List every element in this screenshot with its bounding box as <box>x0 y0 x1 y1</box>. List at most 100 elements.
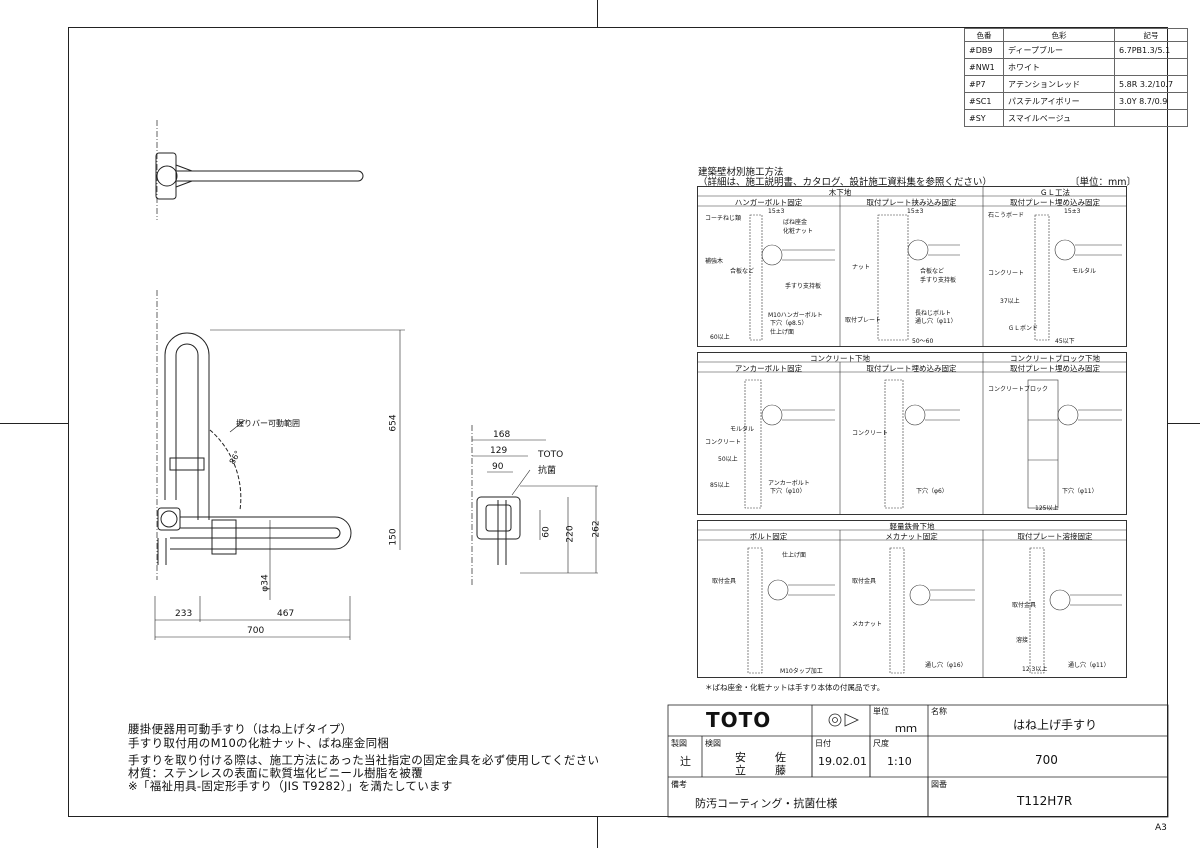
toto-mark-label: TOTO <box>538 450 564 460</box>
drawing-number-label: 図番 <box>931 780 947 789</box>
drawn-value: 辻 <box>680 755 691 768</box>
note-line-1: 腰掛便器用可動手すり（はね上げタイプ） <box>128 722 353 736</box>
label-gl-bond: ＧＬボンド <box>1008 325 1039 332</box>
sheet-size: A3 <box>1155 823 1167 833</box>
label-fixmetal-b: 取付金具 <box>852 578 877 585</box>
label-125: 125以上 <box>1035 505 1059 512</box>
dim-168: 168 <box>493 430 511 440</box>
label-weld: 溶接 <box>1016 637 1029 644</box>
note-line-4: 材質：ステンレスの表面に軟質塩化ビニール樹脂を被覆 <box>128 766 423 780</box>
label-block: コンクリートブロック <box>988 386 1049 393</box>
group-block: コンクリートブロック下地 <box>1010 354 1100 363</box>
label-anchor-hole: 下穴（φ10） <box>770 488 806 495</box>
label-15-c: 15±3 <box>1064 208 1081 215</box>
label-hole-c: 通し穴（φ11） <box>1068 662 1110 669</box>
label-nut: ナット <box>852 264 871 271</box>
note-line-3: 手すりを取り付ける際は、施工方法にあった当社指定の固定金具を必ず使用してください <box>128 753 600 767</box>
construction-unit: 〔単位：mm〕 <box>1070 177 1137 188</box>
scale-label: 尺度 <box>873 739 889 748</box>
label-base: 補強木 <box>705 258 724 265</box>
center-tick-top <box>597 0 598 28</box>
construction-panel-wood-gl <box>697 186 1127 347</box>
construction-panel-concrete <box>697 352 1127 515</box>
label-hole: 通し穴（φ11） <box>915 318 957 325</box>
note-line-5: ※「福祉用具-固定形手すり（JIS T9282）」を満たしています <box>128 779 453 793</box>
label-85: 85以上 <box>710 482 730 489</box>
dim-90: 90 <box>492 462 504 472</box>
drawn-label: 製図 <box>671 739 687 748</box>
label-mortar: モルタル <box>1072 268 1097 275</box>
label-finish-b: 仕上げ面 <box>782 552 807 559</box>
dim-129: 129 <box>490 446 508 456</box>
group-steel: 軽量鉄骨下地 <box>889 522 935 531</box>
center-tick-bottom <box>597 817 598 848</box>
dim-467: 467 <box>277 609 295 619</box>
label-anchor-hole2: 下穴（φ6） <box>916 488 948 495</box>
label-mortar-b: モルタル <box>730 426 755 433</box>
antibacterial-label: 抗菌 <box>538 466 557 476</box>
lever-range-label: 握りバー可動範囲 <box>236 419 300 428</box>
panel-title-embed-gl: 取付プレート埋め込み固定 <box>1010 198 1100 207</box>
panel-title-sandwich: 取付プレート挟み込み固定 <box>866 198 957 207</box>
label-fixmetal-c: 取付金具 <box>1012 602 1037 609</box>
construction-subtitle: （詳細は、施工説明書、カタログ、設計施工資料集を参照ください） <box>698 177 992 188</box>
color-symbol <box>1114 109 1188 127</box>
label-hole16: 通し穴（φ16） <box>925 662 967 669</box>
note-line-2: 手すり取付用のM10の化粧ナット、ばね座金同梱 <box>128 736 390 750</box>
label-anchor: アンカーボルト <box>768 480 810 487</box>
unit-label: 単位 <box>873 707 889 716</box>
group-wood: 木下地 <box>828 188 852 197</box>
panel-title-embed-concrete: 取付プレート埋め込み固定 <box>866 364 957 373</box>
unit-value: ｍｍ <box>895 722 917 735</box>
label-anchor-hole3: 下穴（φ11） <box>1062 488 1098 495</box>
scale-value: 1:10 <box>887 755 912 768</box>
dim-233: 233 <box>175 609 193 619</box>
label-hanger-hole: 下穴（φ8.5） <box>770 320 808 327</box>
construction-footnote: ＊ばね座金・化粧ナットは手すり本体の付属品です。 <box>705 683 885 692</box>
label-50: 50以上 <box>718 456 738 463</box>
toto-logo: TOTO <box>706 708 772 732</box>
check-value-2: 立 <box>735 764 746 777</box>
label-37: 37以上 <box>1000 298 1020 305</box>
construction-panel-steel <box>697 520 1127 678</box>
center-tick-left <box>0 423 68 424</box>
group-gl: ＧＬ工法 <box>1040 188 1070 197</box>
label-hanger: M10ハンガーボルト <box>768 312 823 319</box>
label-concrete-c: コンクリート <box>852 430 889 437</box>
label-coach: コーチねじ類 <box>705 215 742 222</box>
label-45: 45以下 <box>1055 338 1075 345</box>
label-60: 60以上 <box>710 334 730 341</box>
approve-value-1: 佐 <box>775 751 786 764</box>
center-tick-right <box>1168 423 1200 424</box>
remarks-label: 備考 <box>671 780 687 789</box>
check-value-1: 安 <box>735 751 746 764</box>
label-concrete-b: コンクリート <box>705 439 742 446</box>
group-concrete: コンクリート下地 <box>810 354 870 363</box>
label-15-b: 15±3 <box>907 208 924 215</box>
name-value: はね上げ手すり <box>1013 718 1098 732</box>
label-plate2: 取付プレート <box>845 317 882 324</box>
label-concrete: コンクリート <box>988 270 1025 277</box>
remarks-value: 防汚コーティング・抗菌仕様 <box>695 797 838 810</box>
label-plate-b: 手すり支持板 <box>920 277 957 284</box>
label-fixmetal: 取付金具 <box>712 578 737 585</box>
approve-value-2: 藤 <box>775 764 786 777</box>
label-washer-b: 合板など <box>920 268 945 275</box>
drawing-number-value: T112H7R <box>1017 794 1073 808</box>
label-bolt: 長ねじボルト <box>915 310 952 317</box>
label-plate: 手すり支持板 <box>785 283 822 290</box>
label-gl-board: 石こうボード <box>988 212 1025 219</box>
panel-title-mechanut: メカナット固定 <box>885 532 938 541</box>
panel-title-hanger: ハンガーボルト固定 <box>734 198 803 207</box>
dim-700: 700 <box>247 626 265 636</box>
label-15: 15±3 <box>768 208 785 215</box>
color-code: #SY <box>964 109 1004 127</box>
label-tap: M10タップ加工 <box>780 668 823 675</box>
label-springwasher: ばね座金 <box>783 219 808 226</box>
panel-title-anchor: アンカーボルト固定 <box>734 364 803 373</box>
